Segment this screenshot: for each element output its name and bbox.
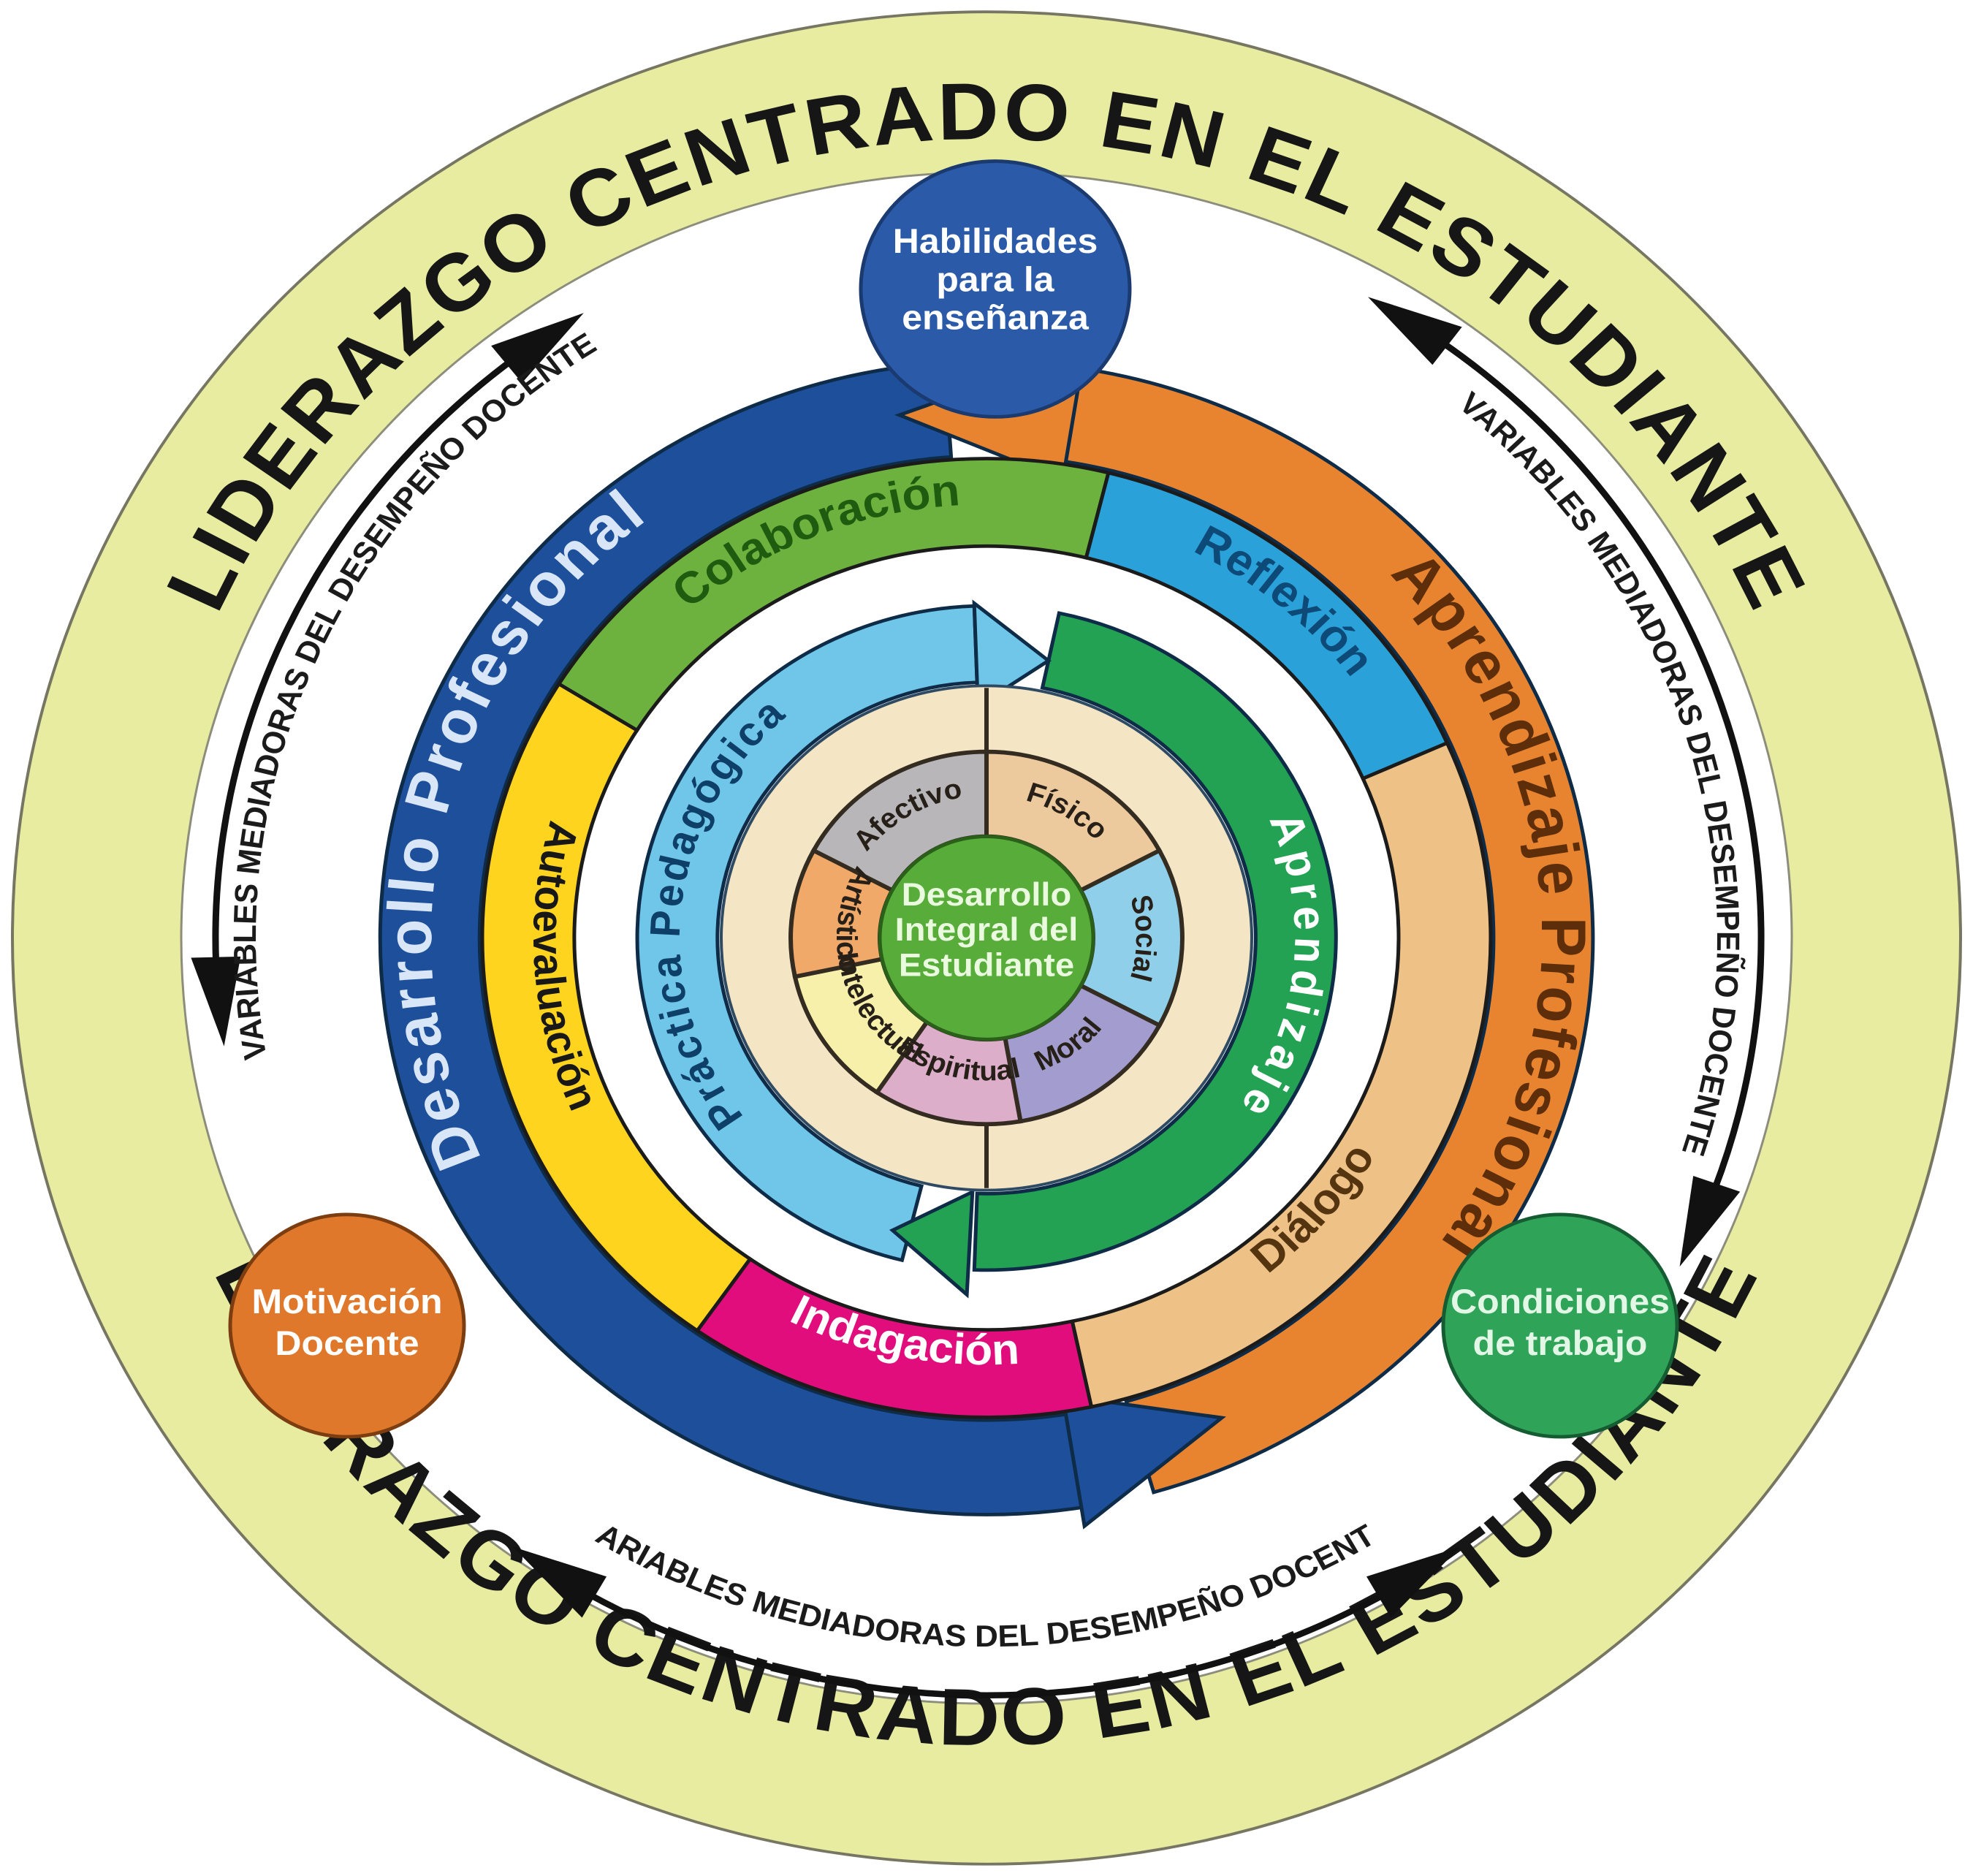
mediating-arrow-left: [212, 357, 514, 964]
band-practica-pedagogica: [635, 604, 979, 1263]
condiciones-line-2: de trabajo: [1473, 1324, 1648, 1363]
arrowhead-icon: [1679, 1176, 1741, 1267]
arrowhead-icon: [1366, 1546, 1461, 1618]
arrowhead-icon: [1368, 297, 1462, 365]
center-circle: [878, 835, 1095, 1041]
arrowhead-icon: [191, 956, 241, 1047]
segment-autoevaluacion: [480, 681, 753, 1334]
arrowhead-icon: [491, 313, 584, 383]
center-line-2: Integral del: [895, 911, 1079, 948]
arrowhead-desarrollo-profesional: [1060, 1393, 1226, 1530]
center-line-3: Estudiante: [899, 946, 1074, 984]
segment-dialogo: [1070, 740, 1493, 1409]
arrowhead-aprendizaje: [889, 1188, 975, 1299]
circle-condiciones: [1441, 1212, 1679, 1439]
habilidades-line-2: para la: [936, 260, 1054, 299]
center-line-1: Desarrollo: [902, 876, 1071, 913]
mediating-arrow-bottom: [586, 1591, 1387, 1698]
habilidades-line-3: enseñanza: [902, 299, 1089, 338]
label-social: Social: [1124, 892, 1162, 984]
arrowhead-practica-pedagogica: [972, 599, 1052, 710]
circle-motivacion: [228, 1212, 466, 1439]
band-aprendizaje: [972, 611, 1338, 1272]
band-aprendizaje-profesional: [1054, 365, 1595, 1495]
habilidades-line-1: Habilidades: [893, 222, 1098, 261]
mediating-arrow-right: [1440, 339, 1765, 1191]
motivacion-line-1: Motivación: [251, 1283, 442, 1321]
condiciones-line-1: Condiciones: [1451, 1283, 1670, 1321]
circle-habilidades: [859, 159, 1132, 419]
arrowhead-icon: [512, 1546, 607, 1618]
motivacion-line-2: Docente: [275, 1324, 419, 1363]
